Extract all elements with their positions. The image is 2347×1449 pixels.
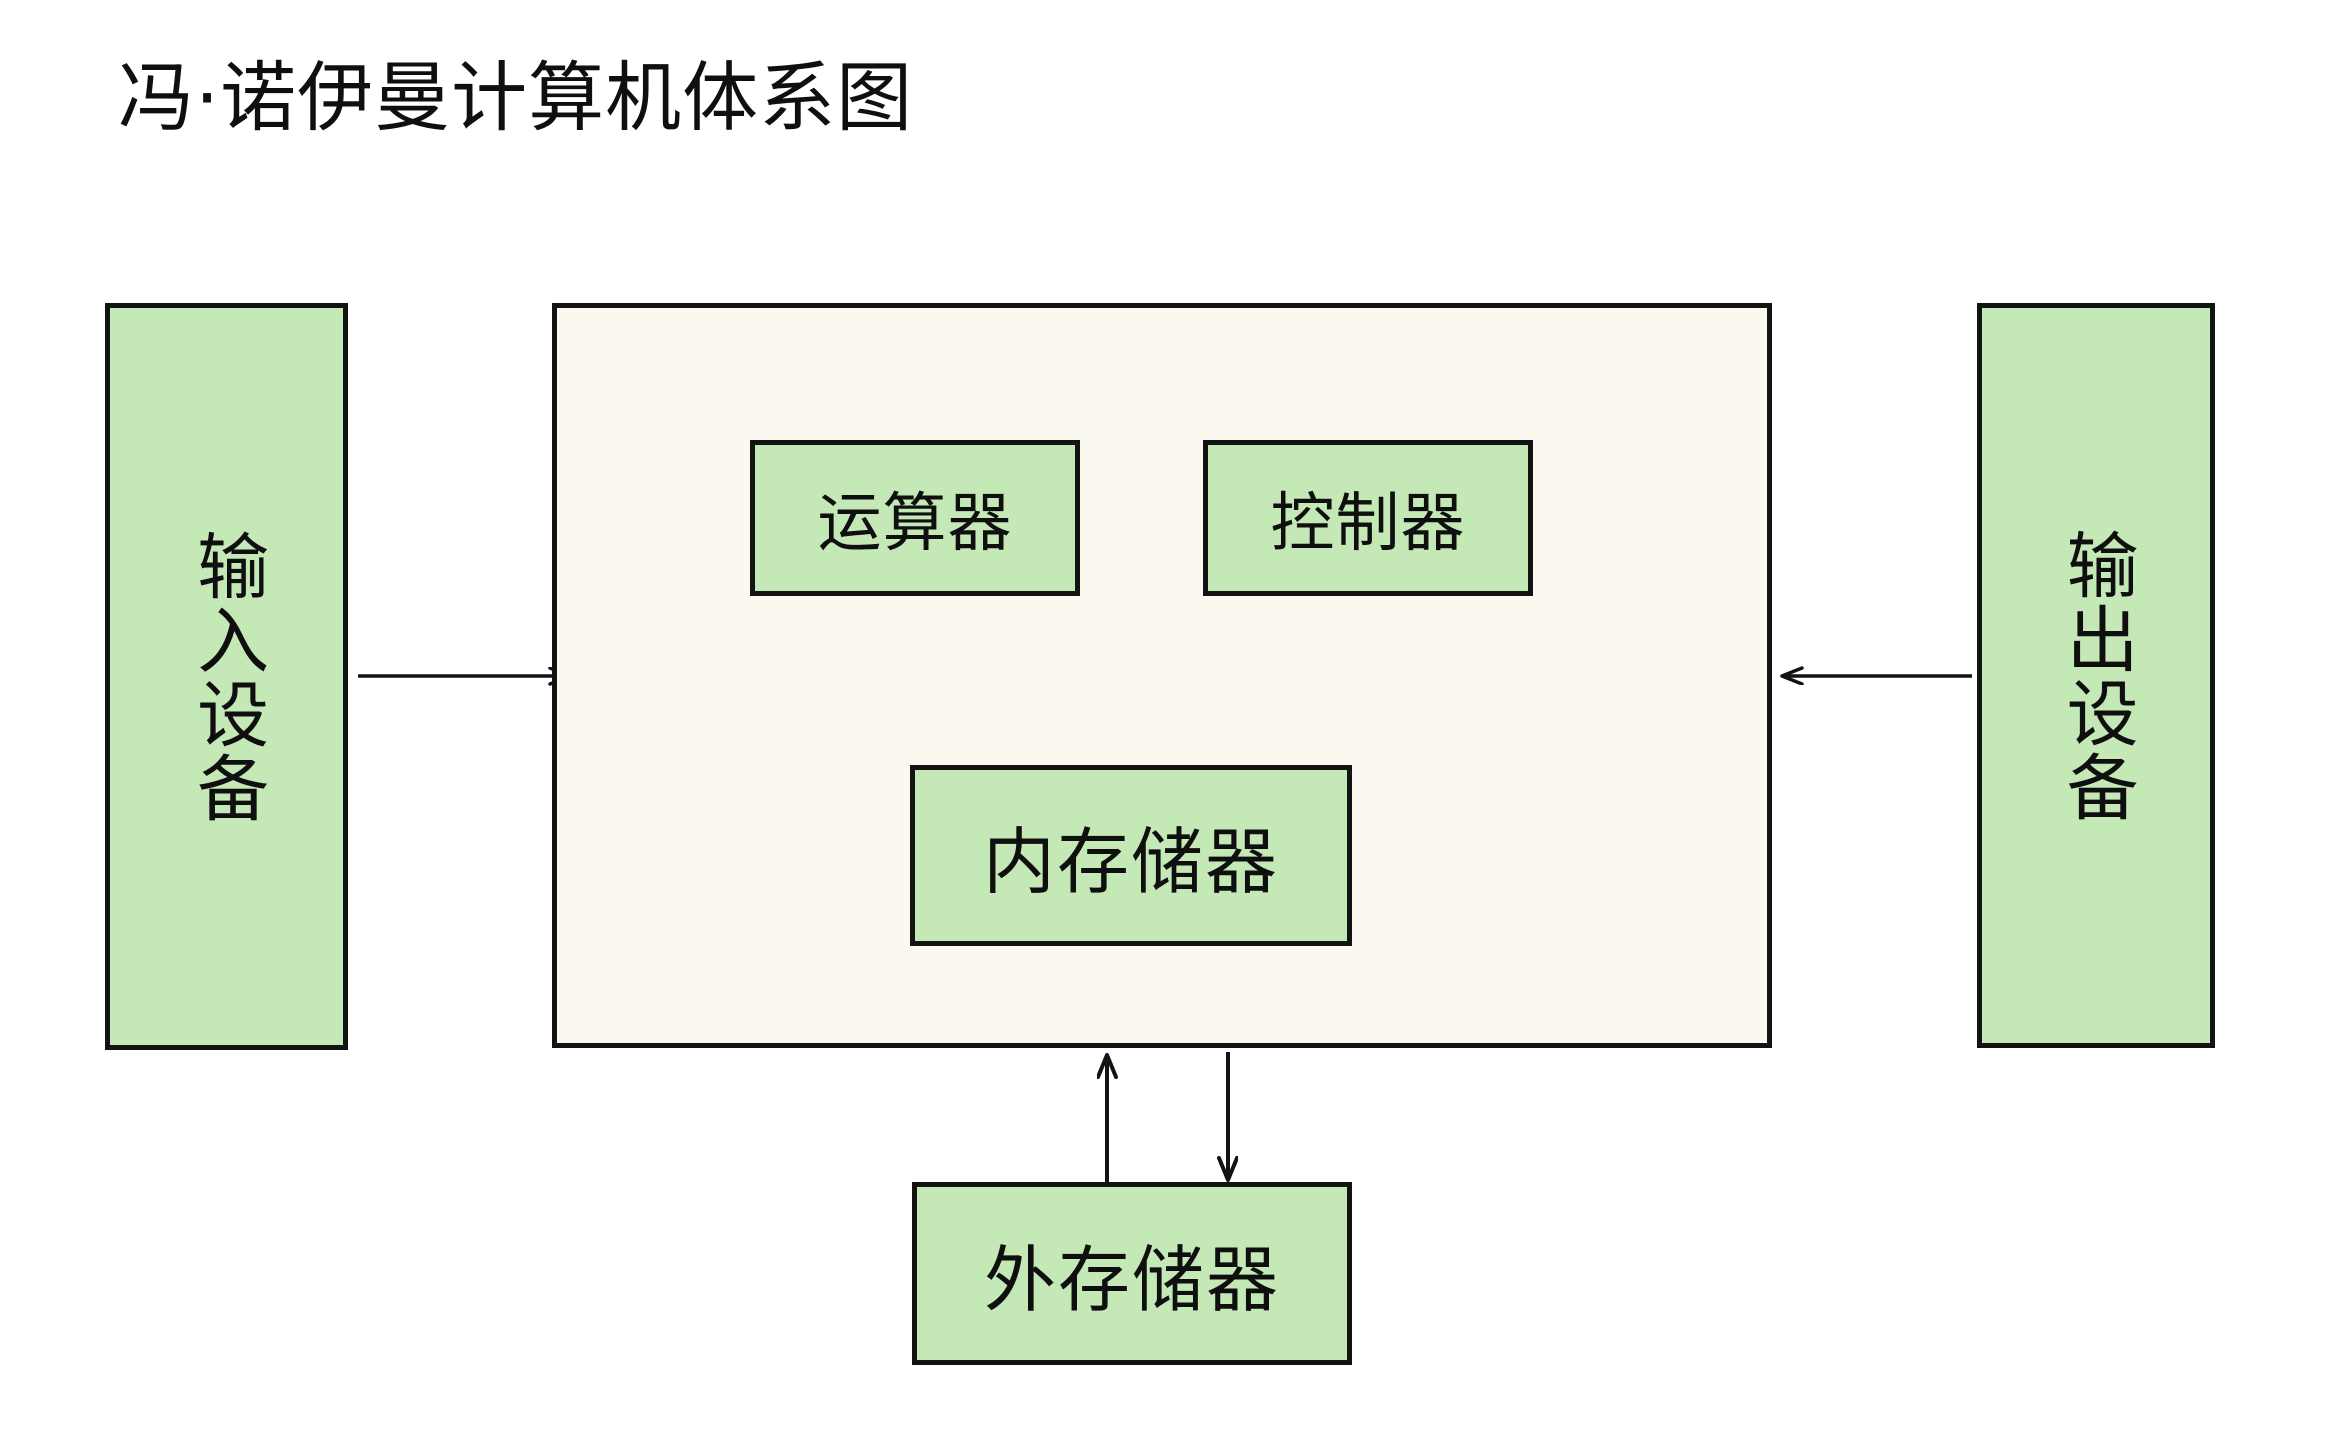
node-external-storage-label: 外存储器 [983,1238,1280,1322]
node-memory-unit[interactable]: 内存储器 [910,765,1352,946]
node-input-device[interactable]: 输入设备 [105,303,348,1050]
node-control-unit-label: 控制器 [1270,487,1466,561]
node-arithmetic-unit-label: 运算器 [817,487,1013,561]
node-output-device[interactable]: 输出设备 [1977,303,2215,1048]
node-arithmetic-unit[interactable]: 运算器 [750,440,1080,596]
node-external-storage[interactable]: 外存储器 [912,1182,1352,1365]
node-memory-unit-label: 内存储器 [982,820,1279,904]
node-input-device-label: 输入设备 [184,528,269,825]
node-output-device-label: 输出设备 [2054,527,2139,824]
node-control-unit[interactable]: 控制器 [1203,440,1533,596]
page-title: 冯·诺伊曼计算机体系图 [118,53,914,142]
